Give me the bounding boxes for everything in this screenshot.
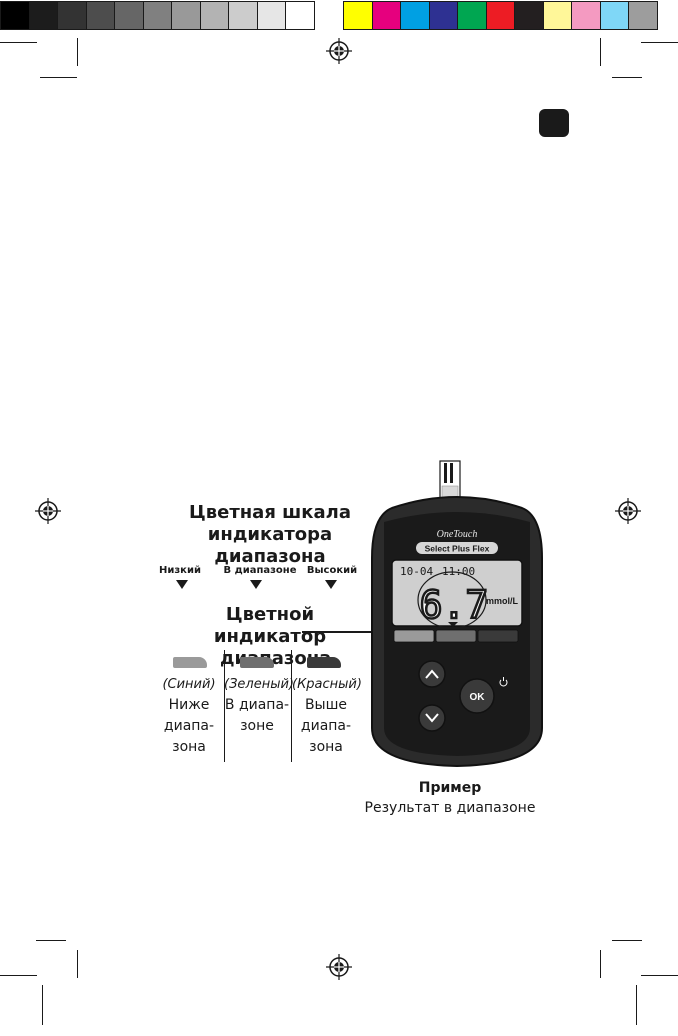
column-line: диапа- (292, 716, 360, 737)
column-high: (Красный) Выше диапа- зона (292, 674, 360, 758)
model-name-text: Select Plus Flex (425, 544, 490, 554)
column-line: зона (292, 737, 360, 758)
color-swatch (457, 1, 487, 30)
up-button[interactable] (419, 661, 445, 687)
gray-swatch (143, 1, 173, 30)
gray-swatch (57, 1, 87, 30)
color-swatch (600, 1, 630, 30)
ok-button[interactable]: OK (460, 679, 494, 713)
example-caption: Пример Результат в диапазоне (350, 778, 550, 818)
registration-mark-icon (326, 954, 352, 980)
registration-mark-icon (326, 38, 352, 64)
range-scale-title-line2: индикатора диапазона (160, 524, 380, 568)
reading-unit: mmol/L (486, 596, 519, 606)
column-low: (Синий) Ниже диапа- зона (155, 674, 223, 758)
gray-swatch (257, 1, 287, 30)
column-line: Ниже (155, 695, 223, 716)
gray-swatch (285, 1, 315, 30)
gray-swatch (228, 1, 258, 30)
gray-swatch (200, 1, 230, 30)
red-range-bar (307, 657, 341, 668)
column-color-name: (Зеленый) (224, 674, 290, 695)
color-swatch (400, 1, 430, 30)
color-swatch (628, 1, 658, 30)
screen-date: 10-04 (400, 565, 433, 578)
gray-swatch (86, 1, 116, 30)
glucose-reading: 6.7 (420, 583, 489, 627)
range-scale-title-line1: Цветная шкала (160, 502, 380, 524)
arrow-down-icon (250, 580, 262, 589)
color-swatch (543, 1, 573, 30)
arrow-down-icon (176, 580, 188, 589)
registration-mark-icon (35, 498, 61, 524)
ok-label: OK (470, 692, 486, 703)
column-line: зона (155, 737, 223, 758)
range-scale-title: Цветная шкала индикатора диапазона (160, 502, 380, 568)
color-swatch (514, 1, 544, 30)
color-swatch (343, 1, 373, 30)
column-in-range: (Зеленый) В диапа- зоне (224, 674, 290, 737)
color-swatch (372, 1, 402, 30)
column-line: В диапа- (224, 695, 290, 716)
column-line: диапа- (155, 716, 223, 737)
down-button[interactable] (419, 705, 445, 731)
gray-swatch (171, 1, 201, 30)
low-label: Низкий (150, 565, 210, 576)
color-swatch (429, 1, 459, 30)
in-range-label: В диапазоне (220, 565, 300, 576)
caption-title: Пример (350, 778, 550, 798)
section-tab-marker (539, 109, 569, 137)
color-swatch (486, 1, 516, 30)
color-calibration-bar (0, 0, 678, 32)
gray-swatch (0, 1, 30, 30)
registration-mark-icon (615, 498, 641, 524)
green-range-bar (240, 657, 274, 668)
color-swatch (571, 1, 601, 30)
brand-logo-text: OneTouch (437, 529, 478, 540)
gray-swatch (29, 1, 59, 30)
column-color-name: (Красный) (292, 674, 360, 695)
column-line: зоне (224, 716, 290, 737)
glucose-meter-illustration: OneTouch Select Plus Flex 10-04 11:00 6.… (370, 458, 545, 770)
column-line: Выше (292, 695, 360, 716)
caption-subtitle: Результат в диапазоне (350, 798, 550, 818)
blue-range-bar (173, 657, 207, 668)
gray-swatch (114, 1, 144, 30)
arrow-down-icon (325, 580, 337, 589)
high-label: Высокий (300, 565, 364, 576)
column-color-name: (Синий) (155, 674, 223, 695)
